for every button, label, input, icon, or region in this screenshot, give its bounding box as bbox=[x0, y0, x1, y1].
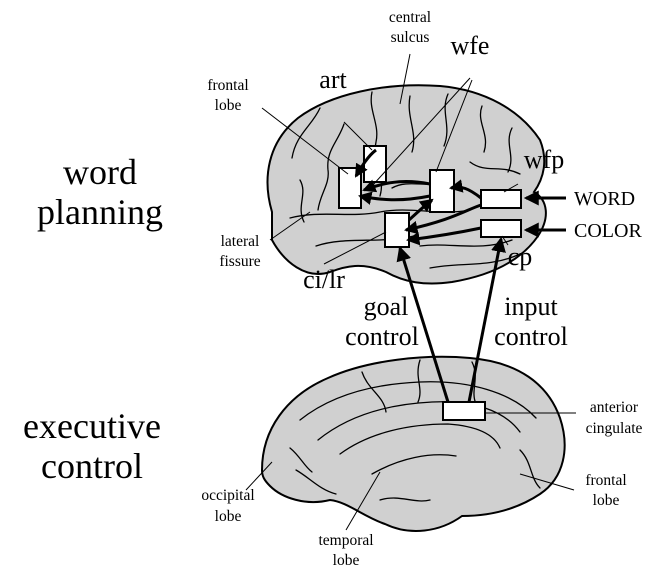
central-sulcus-label-line2: sulcus bbox=[391, 29, 430, 46]
art-label: art bbox=[319, 65, 347, 94]
input-control-label-line1: input bbox=[504, 292, 558, 321]
wfe-box-lower bbox=[385, 213, 409, 247]
input-control-label-line2: control bbox=[494, 322, 568, 351]
central-sulcus-label-line1: central bbox=[389, 9, 431, 26]
color-input-label: COLOR bbox=[574, 220, 642, 242]
goal-control-label-line1: goal bbox=[364, 292, 409, 321]
occipital-lobe-label-line1: occipital bbox=[201, 487, 254, 504]
lower-frontal-lobe-label-line1: frontal bbox=[585, 472, 626, 489]
temporal-lobe-label-line1: temporal bbox=[318, 532, 373, 549]
wfe-box-upper bbox=[430, 170, 454, 212]
anterior-cingulate-label-line2: cingulate bbox=[586, 420, 643, 437]
temporal-lobe-label-line2: lobe bbox=[333, 552, 360, 569]
lower-brain bbox=[262, 357, 565, 531]
executive-control-label-line1: executive bbox=[23, 406, 161, 446]
wfe-label: wfe bbox=[451, 31, 490, 60]
upper-frontal-lobe-label-line1: frontal bbox=[207, 77, 248, 94]
cp-label: cp bbox=[508, 242, 533, 271]
lateral-fissure-label-line1: lateral bbox=[221, 233, 260, 250]
anterior-cingulate-label-line1: anterior bbox=[590, 399, 639, 416]
upper-frontal-lobe-label-line2: lobe bbox=[215, 97, 242, 114]
wfp-box bbox=[481, 190, 521, 208]
lower-frontal-lobe-label-line2: lobe bbox=[593, 492, 620, 509]
cp-box bbox=[481, 220, 521, 237]
word-input-label: WORD bbox=[574, 188, 635, 210]
upper-brain bbox=[268, 85, 546, 283]
anterior-cingulate-box bbox=[443, 402, 485, 420]
occipital-lobe-label-line2: lobe bbox=[215, 508, 242, 525]
word-planning-label-line1: word bbox=[63, 152, 137, 192]
lateral-fissure-label-line2: fissure bbox=[219, 253, 260, 270]
executive-control-label-line2: control bbox=[41, 446, 143, 486]
goal-control-label-line2: control bbox=[345, 322, 419, 351]
wfp-label: wfp bbox=[524, 145, 564, 174]
ci-lr-label: ci/lr bbox=[303, 265, 345, 294]
word-planning-label-line2: planning bbox=[37, 192, 163, 232]
